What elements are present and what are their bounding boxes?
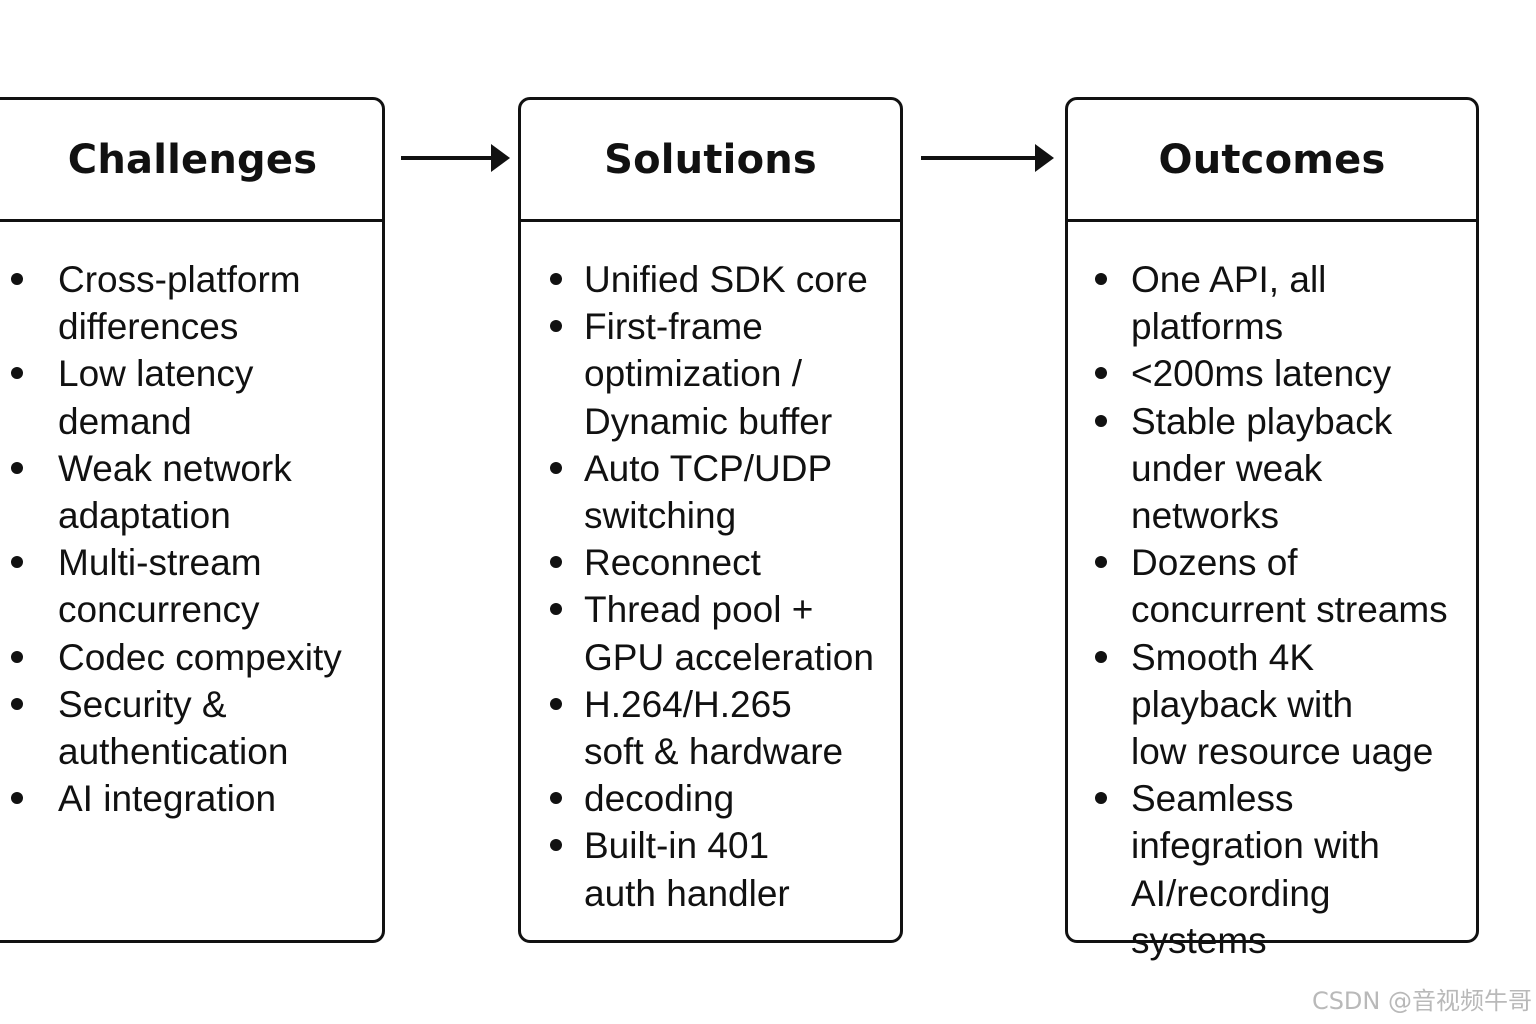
list-item: Low latency demand [3, 350, 382, 444]
watermark: CSDN @音视频牛哥 [1311, 987, 1532, 1015]
list-item: decoding [521, 775, 900, 822]
outcomes-panel: Outcomes One API, all platforms<200ms la… [1065, 97, 1479, 961]
arrow-right-icon [921, 144, 1054, 172]
list-item: Codec compexity [3, 634, 382, 681]
challenges-title: Challenges [0, 100, 382, 222]
list-item: First-frame optimization / Dynamic buffe… [521, 303, 900, 445]
list-item: Thread pool + GPU acceleration [521, 586, 900, 680]
outcomes-title: Outcomes [1068, 100, 1476, 222]
list-item: <200ms latency [1068, 350, 1476, 397]
list-item: AI integration [3, 775, 382, 822]
list-item: Cross-platform differences [3, 256, 382, 350]
list-item: Built-in 401 auth handler [521, 822, 900, 916]
solutions-title: Solutions [521, 100, 900, 222]
list-item: Weak network adaptation [3, 445, 382, 539]
list-item: Smooth 4K playback with low resource uag… [1068, 634, 1476, 776]
arrow-right-icon [401, 144, 510, 172]
list-item: Multi-stream concurrency [3, 539, 382, 633]
list-item: One API, all platforms [1068, 256, 1476, 350]
list-item: H.264/H.265 soft & hardware [521, 681, 900, 775]
list-item: Seamless infegration with AI/recording s… [1068, 775, 1476, 964]
list-item: Dozens of concurrent streams [1068, 539, 1476, 633]
list-item: Stable playback under weak networks [1068, 398, 1476, 540]
list-item: Reconnect [521, 539, 900, 586]
list-item: Security & authentication [3, 681, 382, 775]
list-item: Auto TCP/UDP switching [521, 445, 900, 539]
list-item: Unified SDK core [521, 256, 900, 303]
